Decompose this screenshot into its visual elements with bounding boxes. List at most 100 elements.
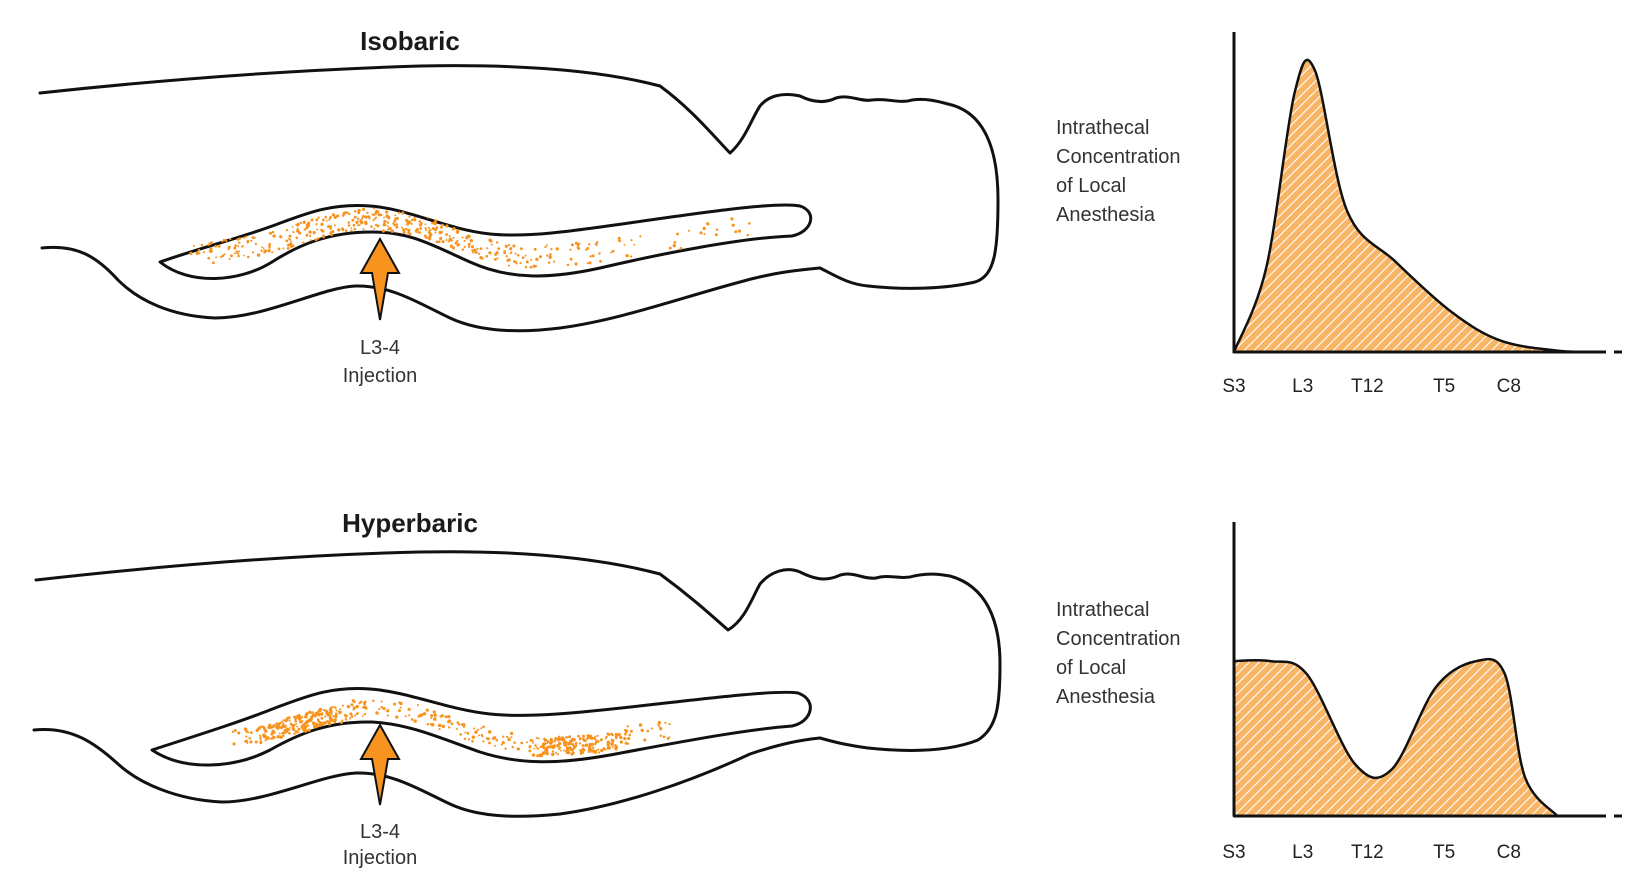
- anesthetic-dot: [246, 740, 248, 742]
- anesthetic-dot: [534, 748, 536, 750]
- anesthetic-dot: [365, 707, 368, 710]
- x-tick-label: C8: [1497, 376, 1521, 397]
- anesthetic-dot: [252, 251, 254, 253]
- anesthetic-dot: [364, 713, 366, 715]
- anesthetic-dot: [544, 748, 546, 750]
- anesthetic-dot: [395, 217, 397, 219]
- anesthetic-dot: [244, 728, 247, 731]
- anesthetic-dot: [214, 245, 217, 248]
- anesthetic-dot: [544, 739, 547, 742]
- anesthetic-dot: [424, 227, 426, 229]
- anesthetic-dot: [364, 700, 367, 703]
- anesthetic-dot: [388, 227, 390, 229]
- anesthetic-dot: [427, 723, 430, 726]
- anesthetic-dot: [395, 716, 398, 719]
- anesthetic-dot: [228, 248, 230, 250]
- anesthetic-dot: [481, 735, 483, 737]
- anesthetic-dot: [223, 239, 226, 242]
- anesthetic-dot: [334, 224, 336, 226]
- anesthetic-dot: [496, 241, 498, 243]
- anesthetic-dot: [366, 212, 368, 214]
- anesthetic-dot: [282, 719, 284, 721]
- anesthetic-dot: [351, 715, 354, 718]
- anesthetic-dot: [357, 218, 359, 220]
- anesthetic-dot: [605, 737, 607, 739]
- anesthetic-dot: [332, 213, 335, 216]
- anesthetic-dot: [310, 239, 312, 241]
- anesthetic-dot: [438, 240, 441, 243]
- anesthetic-dot: [504, 747, 506, 749]
- anesthetic-dot: [433, 717, 437, 721]
- anesthetic-dot: [264, 739, 266, 741]
- anesthetic-dot: [510, 732, 513, 735]
- anesthetic-dot: [209, 243, 212, 246]
- anesthetic-dot: [716, 228, 718, 230]
- anesthetic-dot: [508, 265, 510, 267]
- anesthetic-dot: [303, 220, 306, 223]
- anesthetic-dot: [513, 741, 516, 744]
- injection-arrow: [361, 725, 399, 805]
- anesthetic-dot: [563, 750, 565, 752]
- anesthetic-dot: [514, 253, 516, 255]
- anesthetic-dot: [350, 703, 353, 706]
- anesthetic-dot: [449, 235, 451, 237]
- y-label-line: of Local: [1056, 175, 1126, 197]
- anesthetic-dot: [317, 719, 320, 722]
- anesthetic-dot: [238, 241, 240, 243]
- anesthetic-dot: [232, 742, 235, 745]
- anesthetic-dot: [335, 712, 338, 715]
- chart-y-label: Intrathecal Concentration of Local Anest…: [1056, 117, 1181, 226]
- anesthetic-dot: [292, 231, 294, 233]
- anesthetic-dot: [462, 236, 464, 238]
- anesthetic-dot: [383, 220, 386, 223]
- anesthetic-dot: [615, 733, 618, 736]
- isobaric-concentration-chart: S3L3T12T5C8: [1222, 32, 1622, 397]
- anesthetic-dot: [535, 258, 538, 261]
- anesthetic-dot: [305, 712, 308, 715]
- anesthetic-dot: [287, 244, 290, 247]
- anesthetic-dot: [203, 251, 205, 253]
- anesthetic-dot: [456, 721, 459, 724]
- anesthetic-dot: [329, 216, 332, 219]
- anesthetic-dot: [439, 231, 441, 233]
- anesthetic-dot: [430, 717, 432, 719]
- anesthetic-dot: [307, 729, 310, 732]
- anesthetic-dot: [282, 722, 284, 724]
- anesthetic-dot: [345, 718, 348, 721]
- anesthetic-dot: [452, 229, 454, 231]
- anesthetic-dot: [255, 243, 257, 245]
- anesthetic-dot: [676, 233, 679, 236]
- anesthetic-dot: [561, 736, 564, 739]
- anesthetic-dot: [288, 732, 291, 735]
- anesthetic-dot: [473, 728, 475, 730]
- anesthetic-dot: [494, 745, 496, 747]
- isobaric-panel: Isobaric L3-4 Injection Intrathecal Conc…: [40, 26, 1622, 397]
- anesthetic-dot: [464, 732, 466, 734]
- anesthetic-dot: [356, 713, 358, 715]
- anesthetic-dot: [439, 237, 442, 240]
- anesthetic-dot: [317, 217, 319, 219]
- anesthetic-dot: [229, 238, 231, 240]
- anesthetic-dot: [502, 741, 505, 744]
- anesthetic-dot: [401, 211, 404, 214]
- x-tick-label: C8: [1497, 842, 1521, 863]
- anesthetic-dot: [579, 737, 582, 740]
- anesthetic-dot: [445, 239, 447, 241]
- anesthetic-dot: [357, 211, 360, 214]
- anesthetic-dot: [582, 744, 585, 747]
- anesthetic-dot: [517, 254, 520, 257]
- anesthetic-dot: [247, 242, 249, 244]
- anesthetic-dot: [347, 705, 350, 708]
- anesthetic-dot: [530, 739, 533, 742]
- anesthetic-dot: [339, 708, 341, 710]
- anesthetic-dot: [342, 705, 344, 707]
- anesthetic-dot: [445, 224, 448, 227]
- anesthetic-dot: [311, 711, 314, 714]
- anesthetic-dot: [296, 237, 299, 240]
- anesthetic-dot: [688, 230, 690, 232]
- anesthetic-dot: [283, 729, 286, 732]
- anesthetic-dot: [532, 265, 535, 268]
- anesthetic-dot: [592, 254, 595, 257]
- anesthetic-dot: [370, 225, 373, 228]
- anesthetic-dot: [633, 244, 635, 246]
